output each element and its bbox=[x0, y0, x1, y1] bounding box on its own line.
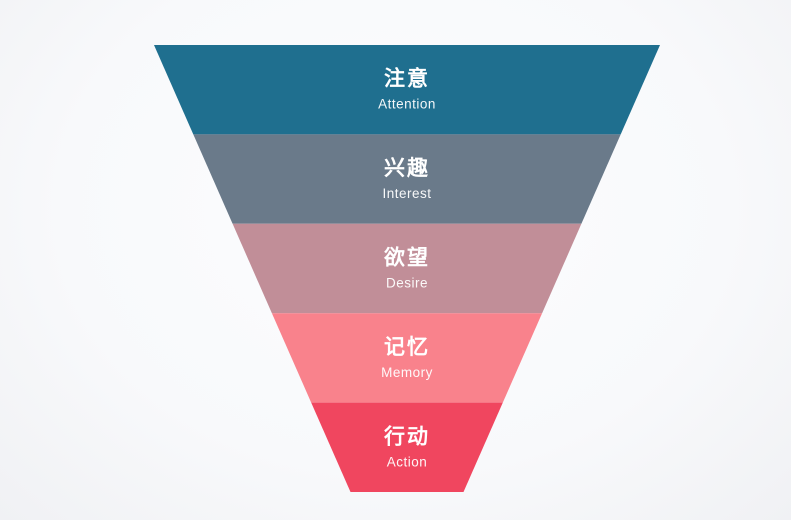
funnel-layer-shape bbox=[311, 402, 503, 492]
layer-label-zh: 记忆 bbox=[384, 336, 430, 359]
funnel-layer-attention: 注意 Attention bbox=[154, 45, 660, 135]
layer-label-zh: 行动 bbox=[383, 424, 430, 448]
layer-label-zh: 兴趣 bbox=[384, 157, 430, 180]
funnel-layer-shape bbox=[154, 45, 660, 135]
layer-label-zh: 注意 bbox=[384, 67, 430, 91]
funnel-layer-shape bbox=[232, 223, 582, 314]
funnel-layer-shape bbox=[193, 134, 621, 224]
layer-label-en: Memory bbox=[381, 365, 433, 380]
funnel-layer-desire: 欲望 Desire bbox=[232, 223, 582, 314]
layer-label-zh: 欲望 bbox=[383, 246, 430, 270]
layer-label-en: Action bbox=[387, 454, 428, 469]
funnel-layer-shape bbox=[271, 313, 543, 403]
layer-label-en: Desire bbox=[386, 276, 428, 291]
layer-label-en: Interest bbox=[382, 186, 431, 201]
funnel-layer-memory: 记忆 Memory bbox=[271, 313, 543, 403]
layer-label-en: Attention bbox=[378, 97, 436, 112]
funnel-layer-interest: 兴趣 Interest bbox=[193, 134, 621, 224]
funnel-layer-action: 行动 Action bbox=[311, 402, 503, 492]
